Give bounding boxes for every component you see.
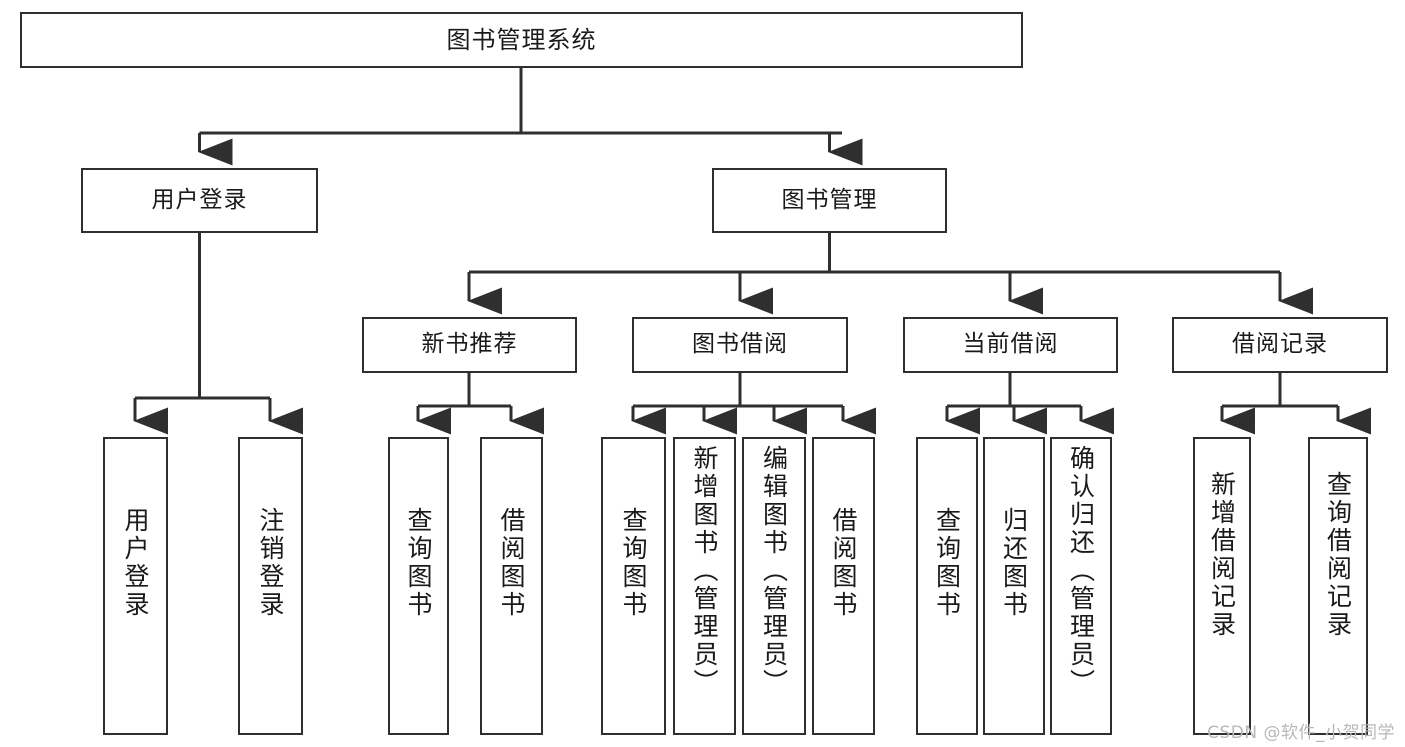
node-leaf-query-book-3-label: 查询图书 (932, 507, 962, 619)
node-leaf-borrow-book-2[interactable]: 借阅图书 (812, 437, 875, 735)
node-borrow-record[interactable]: 借阅记录 (1172, 317, 1388, 373)
node-leaf-return-book[interactable]: 归还图书 (983, 437, 1045, 735)
node-leaf-query-book-1[interactable]: 查询图书 (388, 437, 449, 735)
node-book-borrow[interactable]: 图书借阅 (632, 317, 848, 373)
node-leaf-query-book-2-label: 查询图书 (619, 507, 648, 619)
node-leaf-query-book-1-label: 查询图书 (404, 507, 433, 619)
node-leaf-add-record[interactable]: 新增借阅记录 (1193, 437, 1251, 735)
node-new-book-rec[interactable]: 新书推荐 (362, 317, 577, 373)
node-leaf-logout-label: 注销登录 (256, 507, 285, 619)
node-book-manage-label: 图书管理 (781, 186, 878, 213)
node-leaf-borrow-book-2-label: 借阅图书 (829, 507, 858, 619)
node-leaf-query-book-2[interactable]: 查询图书 (601, 437, 666, 735)
node-leaf-edit-book[interactable]: 编辑图书（管理员） (742, 437, 806, 735)
node-leaf-query-book-3[interactable]: 查询图书 (916, 437, 978, 735)
node-borrow-record-label: 借阅记录 (1232, 331, 1328, 358)
node-leaf-query-record[interactable]: 查询借阅记录 (1308, 437, 1368, 735)
node-leaf-confirm-return-label: 确认归还（管理员） (1066, 445, 1096, 697)
node-current-borrow[interactable]: 当前借阅 (903, 317, 1118, 373)
watermark: CSDN @软件_小贺同学 (1207, 723, 1395, 743)
node-leaf-add-book-label: 新增图书（管理员） (690, 445, 719, 697)
node-leaf-query-record-label: 查询借阅记录 (1323, 471, 1353, 639)
node-root-label: 图书管理系统 (446, 25, 597, 54)
node-leaf-confirm-return[interactable]: 确认归还（管理员） (1050, 437, 1112, 735)
node-leaf-borrow-book-1-label: 借阅图书 (497, 507, 526, 619)
node-root[interactable]: 图书管理系统 (20, 12, 1023, 68)
node-book-manage[interactable]: 图书管理 (712, 168, 947, 233)
node-user-login-label: 用户登录 (151, 186, 248, 213)
node-user-login[interactable]: 用户登录 (81, 168, 318, 233)
node-new-book-rec-label: 新书推荐 (421, 331, 518, 358)
node-leaf-user-login-label: 用户登录 (121, 507, 150, 619)
node-current-borrow-label: 当前借阅 (962, 331, 1059, 358)
node-book-borrow-label: 图书借阅 (692, 331, 788, 358)
node-leaf-user-login[interactable]: 用户登录 (103, 437, 168, 735)
node-leaf-return-book-label: 归还图书 (999, 507, 1029, 619)
node-leaf-add-book[interactable]: 新增图书（管理员） (673, 437, 736, 735)
node-leaf-logout[interactable]: 注销登录 (238, 437, 303, 735)
node-leaf-edit-book-label: 编辑图书（管理员） (759, 445, 789, 697)
node-leaf-add-record-label: 新增借阅记录 (1207, 471, 1237, 639)
node-leaf-borrow-book-1[interactable]: 借阅图书 (480, 437, 543, 735)
